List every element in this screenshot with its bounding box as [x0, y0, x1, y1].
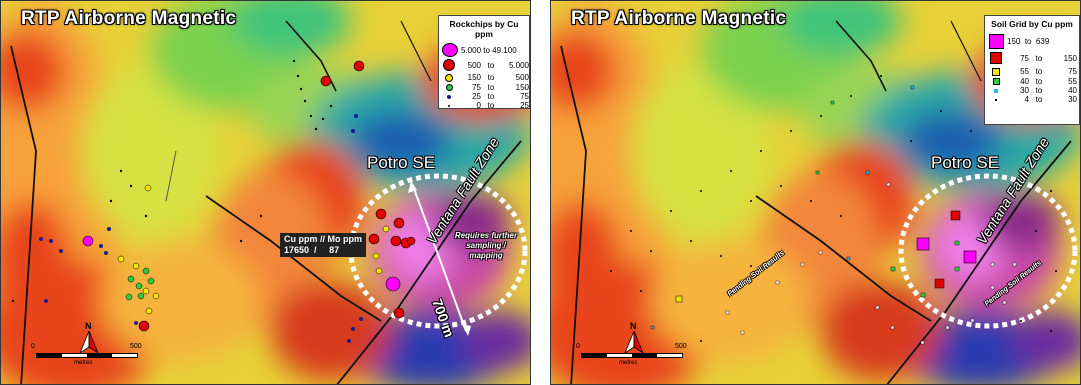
assay-sep: /	[314, 245, 317, 255]
sampling-note: Requires further sampling / mapping	[451, 231, 521, 261]
legend-to: to	[487, 60, 495, 70]
legend-to: to	[1035, 95, 1043, 104]
magenta-square-icon	[988, 33, 1004, 49]
legend-lo: 150	[467, 73, 481, 82]
legend-lo: 40	[1020, 77, 1029, 86]
legend-to: to	[487, 83, 495, 92]
target-label: Potro SE	[931, 153, 1000, 172]
legend-row: 5.000 to 49.100	[439, 42, 529, 58]
north-arrow-icon	[624, 331, 644, 355]
legend-to: to	[483, 45, 490, 55]
north-label: N	[630, 321, 637, 331]
red-circle-icon	[443, 59, 455, 71]
legend-row: 150 to 500	[439, 72, 529, 83]
legend-row: 55 to 75	[985, 66, 1079, 77]
legend-row: 40 to 55	[985, 77, 1079, 86]
legend-row: 75 to 150	[985, 50, 1079, 66]
legend-row: 30 to 40	[985, 86, 1079, 95]
legend-row: 25 to 75	[439, 92, 529, 101]
map-title: RTP Airborne Magnetic	[21, 8, 237, 29]
legend-hi: 40	[1068, 86, 1077, 95]
green-circle-icon	[445, 84, 453, 91]
legend-lo: 0	[476, 101, 481, 110]
legend-lo: 500	[467, 60, 481, 70]
assay-values: 17650 / 87	[284, 245, 362, 256]
red-square-icon	[990, 52, 1002, 64]
legend-lo: 30	[1020, 86, 1029, 95]
legend-to: to	[1035, 77, 1043, 86]
scale-start: 0	[576, 343, 580, 350]
scale-unit: metres	[74, 360, 93, 366]
legend-row: 500 to 5.000	[439, 58, 529, 72]
legend-lo: 55	[1020, 67, 1029, 76]
north-arrow-icon	[79, 331, 99, 355]
legend-hi: 25	[520, 101, 529, 110]
black-dot-icon	[995, 98, 997, 101]
legend-hi: 150	[1063, 53, 1077, 63]
legend-to: to	[1024, 36, 1032, 46]
legend-row: 0 to 25	[439, 101, 529, 110]
note-line: sampling /	[466, 241, 506, 250]
scale-unit: metres	[619, 360, 638, 366]
legend-hi: 639	[1035, 36, 1050, 46]
assay-header: Cu ppm // Mo ppm	[284, 234, 362, 244]
scale-bar-graphic	[36, 353, 138, 358]
magnetic-map-right	[551, 1, 1080, 384]
legend-to: to	[487, 73, 495, 82]
legend-title: Soil Grid by Cu ppm	[991, 19, 1073, 29]
scale-bar: 0 500 metres	[571, 333, 701, 369]
legend-lo: 4	[1024, 95, 1029, 104]
legend-hi: 500	[515, 73, 529, 82]
scale-end: 500	[130, 343, 142, 350]
yellow-square-icon	[992, 67, 1000, 76]
assay-cu: 17650	[284, 245, 310, 255]
north-label: N	[85, 321, 92, 331]
cyan-square-icon	[994, 88, 998, 93]
legend-row: 4 to 30	[985, 95, 1079, 104]
legend-lo: 75	[1020, 53, 1029, 63]
assay-mo: 87	[329, 245, 340, 255]
yellow-circle-icon	[445, 73, 453, 82]
navy-circle-icon	[447, 94, 451, 99]
legend-to: to	[1035, 67, 1043, 76]
legend-lo: 5.000	[461, 45, 482, 55]
legend-hi: 49.100	[492, 45, 517, 55]
map-title: RTP Airborne Magnetic	[571, 8, 787, 29]
legend-row: 75 to 150	[439, 83, 529, 92]
legend-to: to	[487, 101, 495, 110]
legend-lo: 150	[1007, 36, 1021, 46]
scale-bar: 0 500 metres	[26, 333, 156, 369]
legend-hi: 5.000	[508, 60, 529, 70]
legend-hi: 55	[1068, 77, 1077, 86]
legend-title: Rockchips by Cu ppm	[449, 19, 519, 39]
magenta-circle-icon	[442, 43, 458, 57]
assay-callout: Cu ppm // Mo ppm 17650 / 87	[280, 233, 366, 257]
scale-start: 0	[31, 343, 35, 350]
legend-lo: 25	[472, 92, 481, 101]
scale-end: 500	[675, 343, 687, 350]
legend-hi: 30	[1068, 95, 1077, 104]
north-arrow: N	[76, 321, 102, 355]
legend-lo: 75	[472, 83, 481, 92]
legend-row: 150 to 639	[985, 32, 1079, 50]
rockchips-map-panel: RTP Airborne Magnetic Rockchips by Cu pp…	[0, 0, 531, 385]
scale-bar-graphic	[581, 353, 683, 358]
legend-to: to	[1035, 86, 1043, 95]
legend-to: to	[1035, 53, 1043, 63]
note-line: mapping	[469, 251, 503, 260]
note-line: Requires further	[454, 231, 518, 240]
soil-grid-map-panel: RTP Airborne Magnetic Soil Grid by Cu pp…	[550, 0, 1081, 385]
green-square-icon	[992, 78, 1000, 85]
north-arrow: N	[621, 321, 647, 355]
legend-hi: 150	[515, 83, 529, 92]
target-label: Potro SE	[367, 153, 436, 172]
legend-hi: 75	[1068, 67, 1077, 76]
legend-to: to	[487, 92, 495, 101]
black-dot-icon	[448, 104, 450, 107]
legend-hi: 75	[520, 92, 529, 101]
